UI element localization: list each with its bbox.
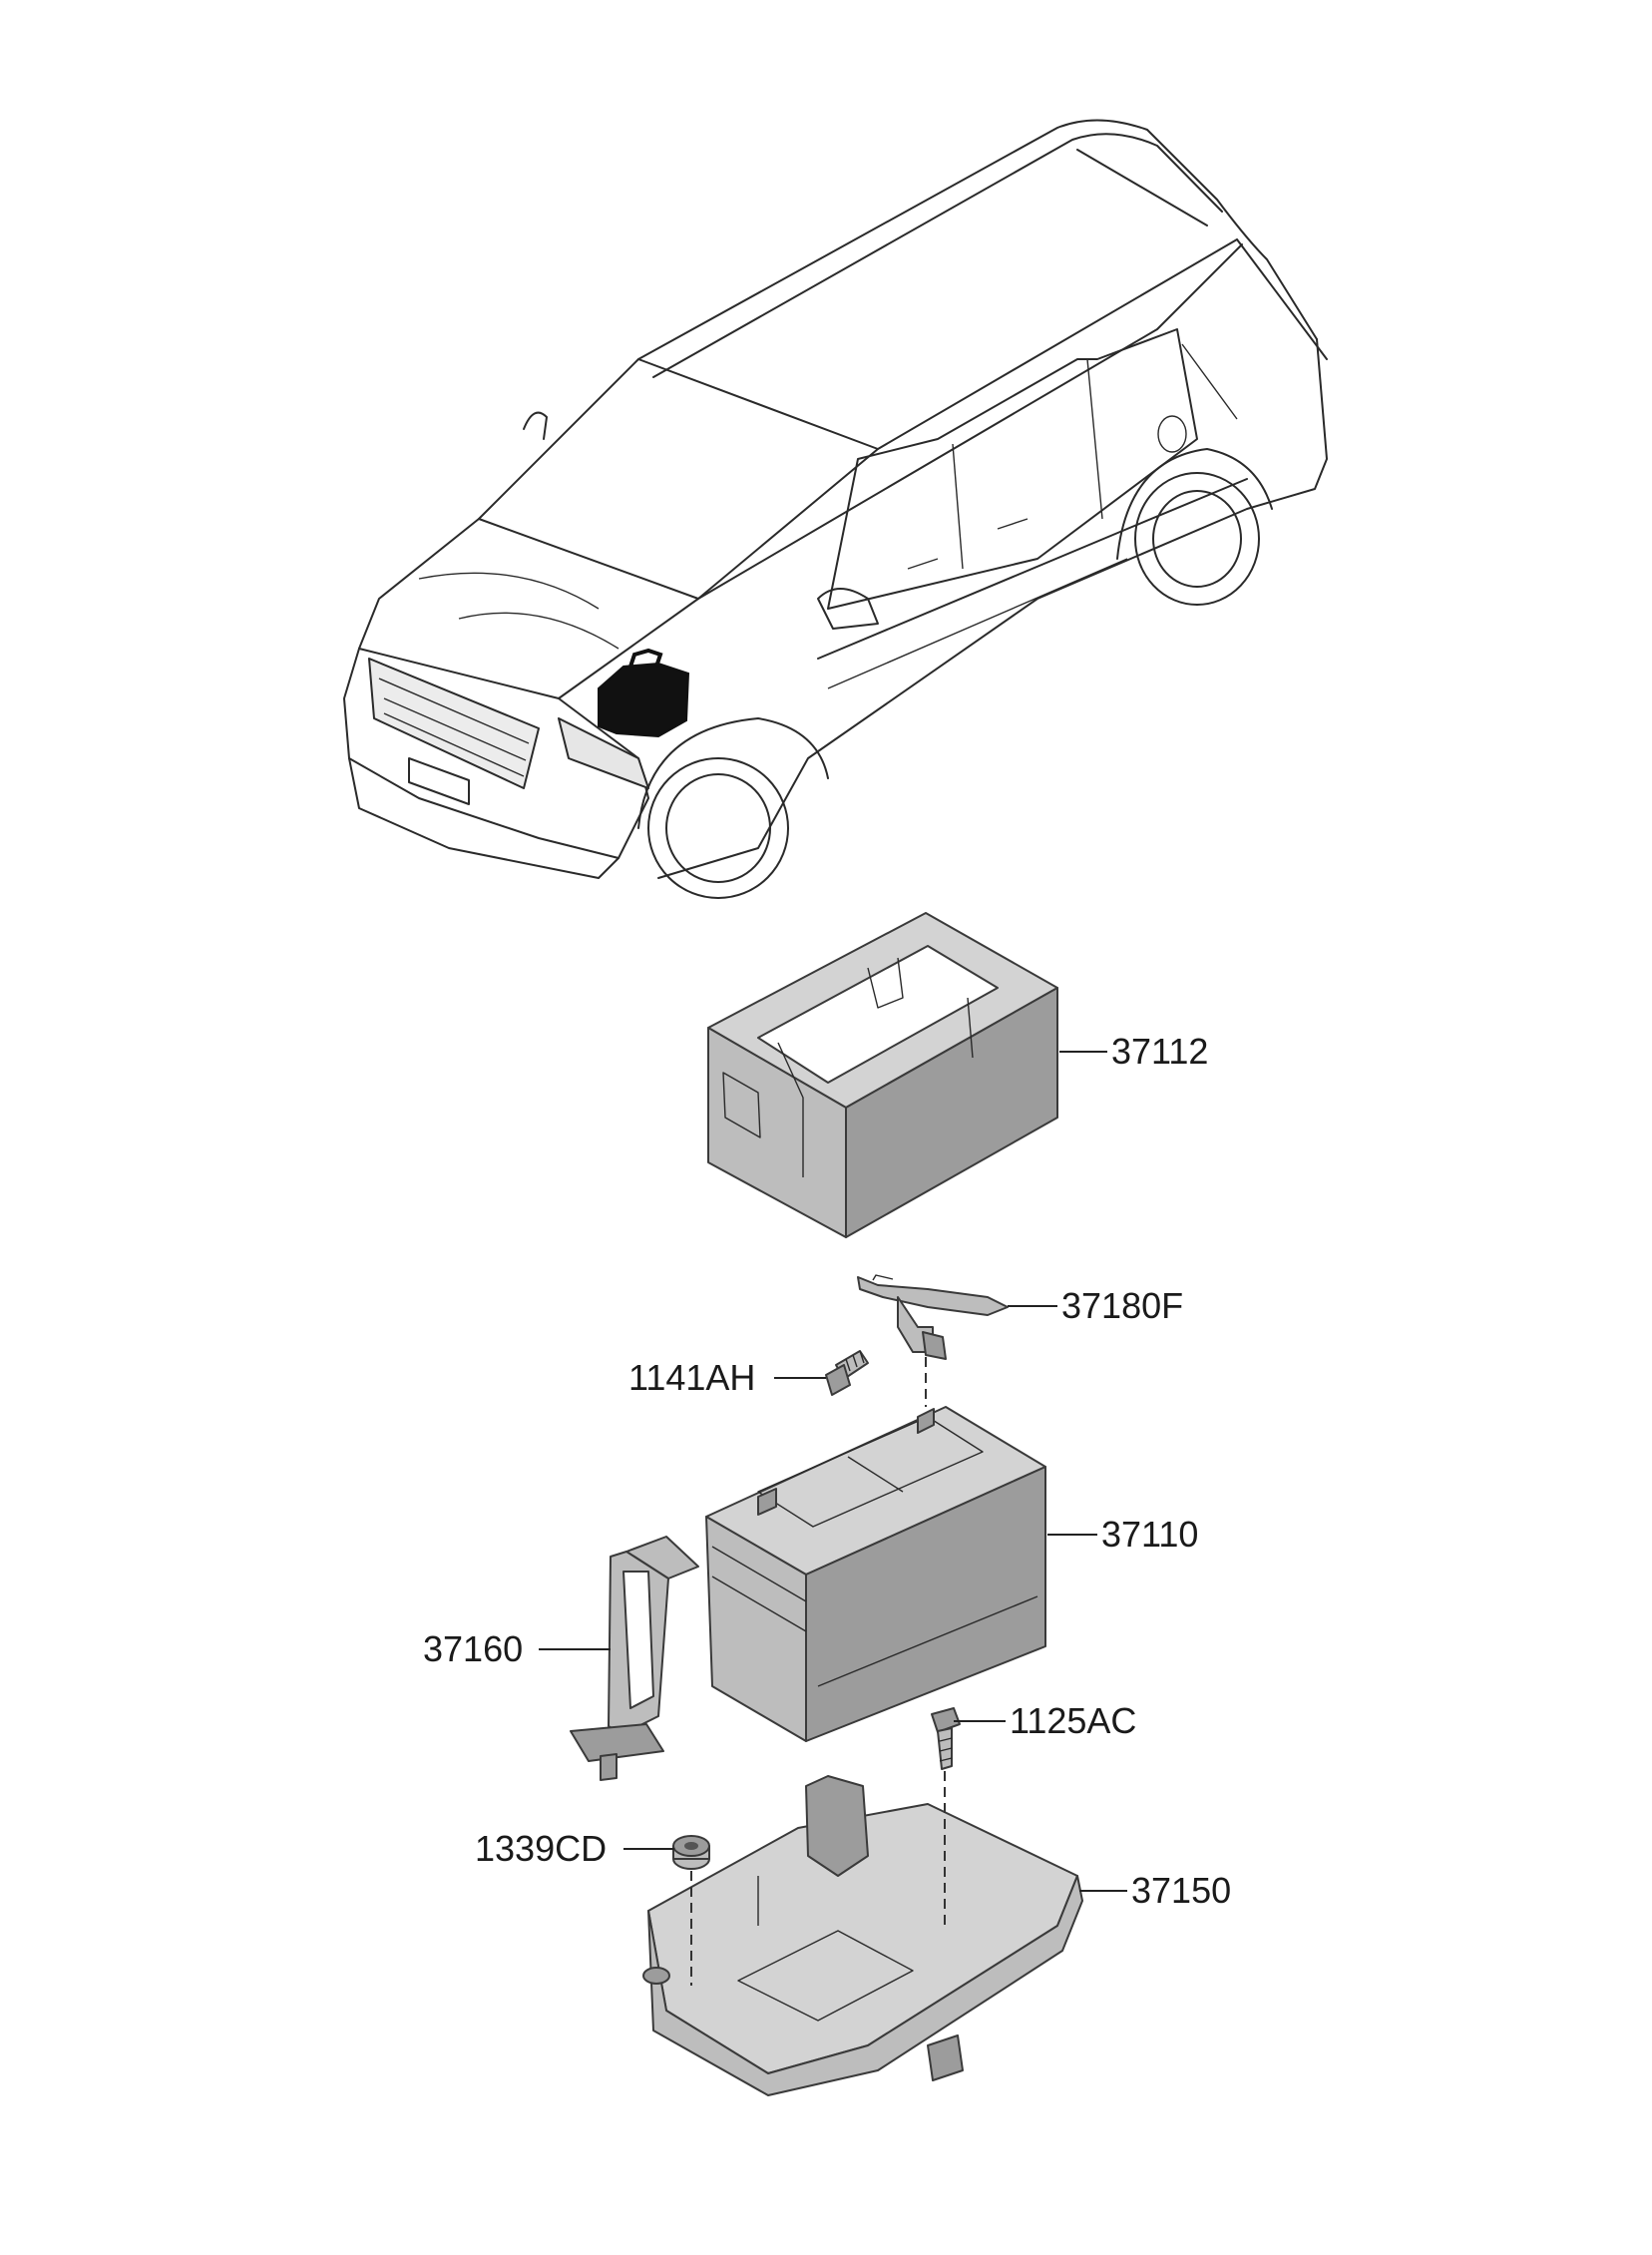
battery-part — [705, 1406, 1046, 1742]
callout-1339cd: 1339CD — [475, 1828, 608, 1869]
callout-37150: 37150 — [1131, 1870, 1232, 1911]
bolt-1125ac-part — [931, 1707, 961, 1770]
bolt-1141ah-part — [825, 1350, 869, 1396]
nut-1339cd-part — [672, 1835, 710, 1870]
callout-37160: 37160 — [423, 1628, 524, 1669]
vehicle-illustration — [343, 119, 1328, 899]
callout-1125ac: 1125AC — [1010, 1700, 1137, 1741]
battery-clamp-part — [570, 1536, 699, 1781]
assembly-guide-lines — [690, 1357, 946, 1986]
callout-37112: 37112 — [1111, 1031, 1209, 1072]
battery-tray-part — [642, 1775, 1083, 2096]
callout-37110: 37110 — [1101, 1514, 1199, 1555]
battery-sensor-part — [857, 1274, 1009, 1360]
battery-tray-cover-part — [707, 912, 1058, 1238]
callout-37180f: 37180F — [1061, 1285, 1184, 1326]
leader-lines — [539, 1051, 1127, 1892]
callout-1141ah: 1141AH — [628, 1357, 756, 1398]
